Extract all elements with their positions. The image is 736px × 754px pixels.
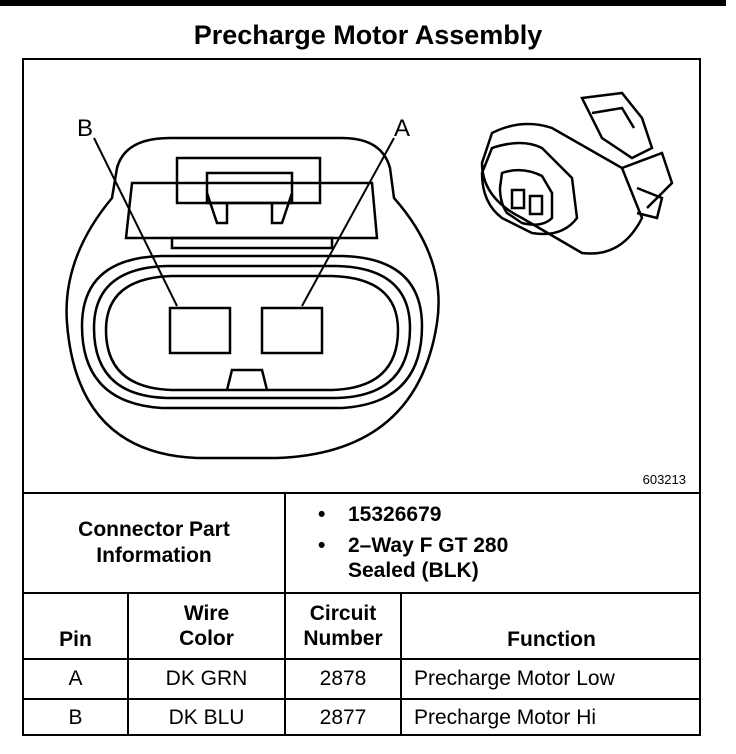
header-pin: Pin [24,594,127,658]
divider-figure [22,492,701,494]
divider-col-info [284,492,286,736]
housing-outline [65,136,440,460]
latch [175,156,322,205]
inner-shell [124,181,379,240]
header-function: Function [402,594,701,658]
header-wire-color-line2: Color [179,627,234,650]
callout-a: A [394,115,410,142]
connector-info-label-line2: Information [96,544,212,567]
divider-col-circuit [400,592,402,736]
page-title: Precharge Motor Assembly [193,20,543,50]
callout-b: B [77,115,93,142]
connector-face-diagram: B A [65,91,674,460]
leader-b [93,137,178,307]
seal-ring-outer [80,254,424,410]
connector-info-label: Connector Part Information [24,494,284,592]
row-b-function: Precharge Motor Hi [414,706,597,729]
connector-info-label-line1: Connector Part [78,518,230,541]
row-a-wire-color: DK GRN [165,667,248,690]
divider-header [22,658,701,660]
row-b-wire-color: DK BLU [168,706,245,729]
seal-ring-middle [92,264,412,400]
bullet-description: • 2–Way F GT 280 Sealed (BLK) [318,533,508,583]
description-line1: 2–Way F GT 280 [348,534,509,557]
header-circuit-line2: Number [303,627,383,650]
seal-ring-inner [104,274,400,392]
bullet-dot: • [318,534,326,557]
header-function-label: Function [507,628,596,651]
header-wire-color: Wire Color [129,594,284,658]
cavity-a [260,306,324,355]
row-a-circuit: 2878 [319,667,367,690]
row-b-circuit: 2877 [319,706,367,729]
header-circuit-number: Circuit Number [286,594,400,658]
row-a-function: Precharge Motor Low [414,667,615,690]
divider-col-pin [127,592,129,736]
row-a-pin: A [68,667,83,690]
connector-info-bullets: • 15326679 • 2–Way F GT 280 Sealed (BLK) [318,502,508,589]
polarization-notch [225,368,269,391]
figure-id: 603213 [642,472,686,487]
description-line2: Sealed (BLK) [348,559,479,582]
header-circuit-line1: Circuit [309,602,377,625]
leader-a [301,137,395,307]
divider-info [22,592,701,594]
header-pin-label: Pin [59,628,92,651]
connector-table-frame [22,58,701,736]
divider-row-a [22,698,701,700]
bullet-part-number: • 15326679 [318,502,508,527]
row-b-pin: B [68,706,83,729]
cavity-b [168,306,232,355]
top-rule [0,0,726,6]
bullet-dot: • [318,503,326,526]
part-number: 15326679 [348,503,442,526]
key-bar [170,236,334,250]
connector-isometric-view [480,91,674,255]
header-wire-color-line1: Wire [183,602,230,625]
